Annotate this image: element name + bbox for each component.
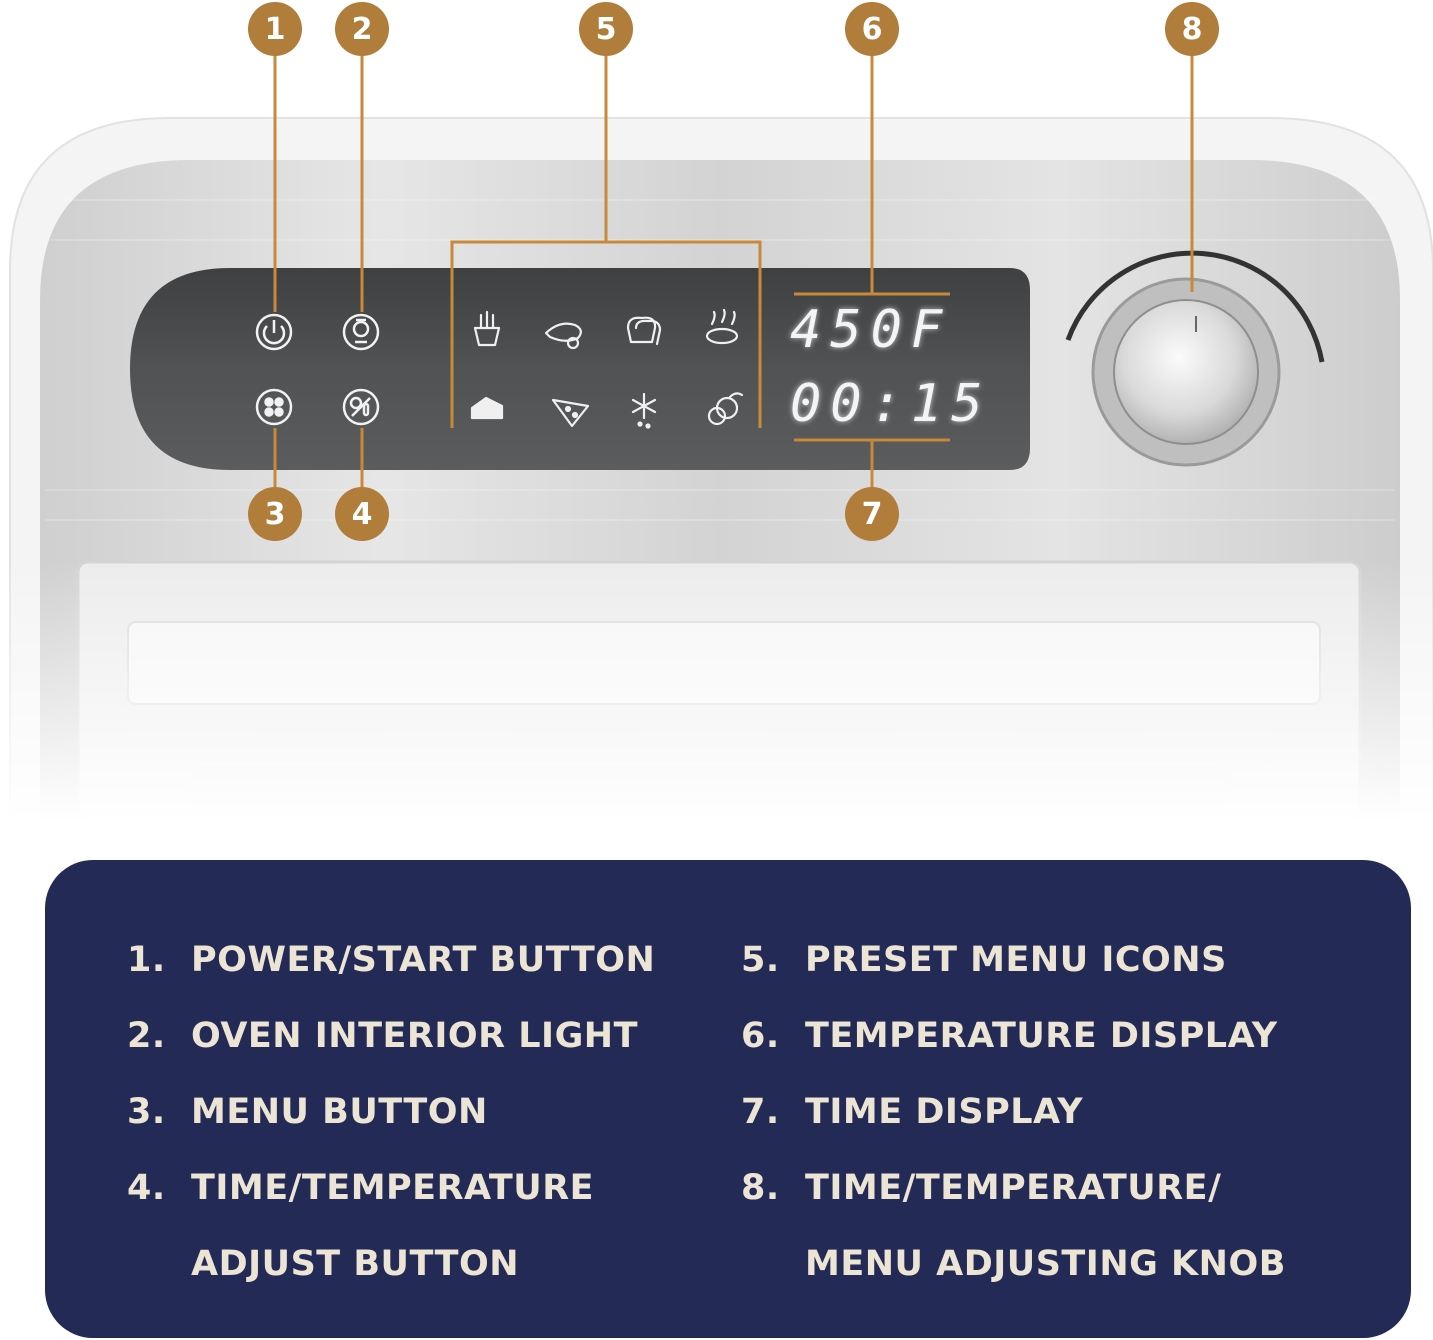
legend-item-text: ADJUST BUTTON — [191, 1244, 520, 1284]
legend-item-line: ADJUST BUTTON — [127, 1226, 655, 1302]
legend-item-text: PRESET MENU ICONS — [805, 940, 1227, 980]
legend-item-number: 2. — [127, 1016, 166, 1056]
chicken-wing-icon[interactable] — [544, 322, 582, 350]
legend-item-number: 7. — [741, 1092, 780, 1132]
power-icon[interactable] — [255, 313, 293, 351]
legend-item-text: MENU ADJUSTING KNOB — [805, 1244, 1286, 1284]
legend-item-text: OVEN INTERIOR LIGHT — [191, 1016, 638, 1056]
steak-icon[interactable] — [705, 308, 739, 345]
defrost-snowflake-icon[interactable] — [631, 392, 657, 429]
legend-item-line: 2. OVEN INTERIOR LIGHT — [127, 998, 655, 1074]
toast-icon[interactable] — [626, 316, 662, 346]
legend-item-number: 6. — [741, 1016, 780, 1056]
bottom-fade — [0, 560, 1433, 822]
legend-item-number: 5. — [741, 940, 780, 980]
legend-item-text: TIME/TEMPERATURE — [191, 1168, 595, 1208]
oven-illustration: 450F 00:15 1 2 3 4 5 6 7 8 — [0, 2, 1433, 826]
callout-badge-4: 4 — [335, 487, 389, 541]
legend-item-number: 8. — [741, 1168, 780, 1208]
time-display: 00:15 — [790, 374, 992, 434]
legend-item-number: 4. — [127, 1168, 166, 1208]
callout-badge-2: 2 — [335, 2, 389, 56]
legend-item-line: 3. MENU BUTTON — [127, 1074, 655, 1150]
dehydrate-fruit-icon[interactable] — [707, 392, 744, 426]
legend-column-left: 1. POWER/START BUTTON 2. OVEN INTERIOR LIGH… — [127, 922, 655, 1302]
legend-item-number — [741, 1226, 805, 1302]
legend-item-line: 5. PRESET MENU ICONS — [741, 922, 1286, 998]
callout-badge-8: 8 — [1165, 2, 1219, 56]
callout-badge-7: 7 — [845, 487, 899, 541]
knob-arc — [1065, 250, 1325, 363]
legend-item-line: 6. TEMPERATURE DISPLAY — [741, 998, 1286, 1074]
callout-badge-1: 1 — [248, 2, 302, 56]
oven-body-svg — [0, 55, 1433, 826]
legend-item-line: 1. POWER/START BUTTON — [127, 922, 655, 998]
pizza-icon[interactable] — [551, 398, 590, 428]
legend-item-line: 7. TIME DISPLAY — [741, 1074, 1286, 1150]
cake-icon[interactable] — [470, 396, 504, 420]
legend-item-text: TEMPERATURE DISPLAY — [805, 1016, 1278, 1056]
callout-lines — [273, 55, 1194, 488]
light-bulb-icon[interactable] — [342, 313, 380, 351]
legend-item-text: MENU BUTTON — [191, 1092, 488, 1132]
legend-item-line: 4. TIME/TEMPERATURE — [127, 1150, 655, 1226]
legend-item-line: MENU ADJUSTING KNOB — [741, 1226, 1286, 1302]
control-panel — [130, 268, 1030, 470]
time-temperature-icon[interactable] — [342, 388, 380, 426]
callout-badge-6: 6 — [845, 2, 899, 56]
legend-item-text: TIME/TEMPERATURE/ — [805, 1168, 1222, 1208]
legend-item-number — [127, 1226, 191, 1302]
legend-item-line: 8. TIME/TEMPERATURE/ — [741, 1150, 1286, 1226]
temperature-display: 450F — [790, 300, 952, 360]
legend-item-text: POWER/START BUTTON — [191, 940, 656, 980]
callout-badge-5: 5 — [579, 2, 633, 56]
legend-column-right: 5. PRESET MENU ICONS 6. TEMPERATURE DISPLAY… — [741, 922, 1286, 1302]
callout-badge-3: 3 — [248, 487, 302, 541]
legend-item-number: 3. — [127, 1092, 166, 1132]
fries-icon[interactable] — [473, 310, 501, 347]
legend-item-number: 1. — [127, 940, 166, 980]
legend-panel: 1. POWER/START BUTTON 2. OVEN INTERIOR LIGH… — [45, 860, 1411, 1338]
legend-item-text: TIME DISPLAY — [805, 1092, 1084, 1132]
adjust-knob-icon[interactable] — [1113, 299, 1259, 445]
menu-dots-icon[interactable] — [255, 388, 293, 426]
